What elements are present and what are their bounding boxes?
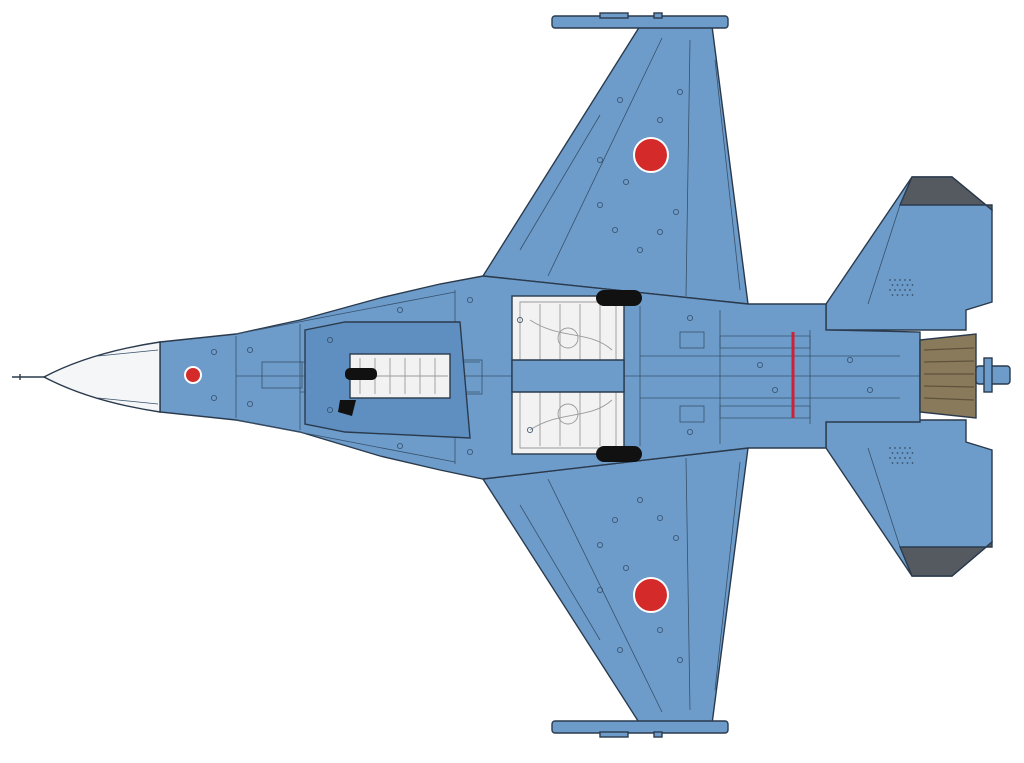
lower-wingtip-rail [551,720,729,738]
fastener-dot [612,226,619,233]
fastener-dot [637,246,644,253]
pitot-probe [12,374,46,380]
vent-dot [899,447,901,449]
fastener-dot [597,201,604,208]
vent-dot [894,447,896,449]
fastener-dot [623,178,630,185]
vent-dot [889,279,891,281]
fastener-dot [637,496,644,503]
roundel-lower-wing [633,577,669,613]
vent-dot [899,457,901,459]
vent-dot [911,294,914,296]
fastener-dot [657,515,664,522]
fastener-dot [210,394,217,401]
vent-dot [894,289,896,291]
vent-dot [901,294,904,296]
upper-wingtip-rail [551,12,729,29]
fastener-dot [657,228,664,235]
fastener-dot [687,314,694,321]
fastener-dot [772,386,779,393]
vent-dot [904,447,906,449]
vent-dot [889,289,891,291]
fastener-dot [326,406,333,413]
vent-dot [891,462,894,464]
vent-dot [911,284,914,286]
vent-dot [899,279,901,281]
vent-dot [904,457,906,459]
vent-dot [909,279,911,281]
fastener-dot [597,156,604,163]
roundel-nose [184,366,202,384]
fastener-dot [617,647,624,654]
vent-dot [891,294,894,296]
vent-dot [896,284,899,286]
panel-fasteners [210,89,914,664]
fastener-dot [597,542,604,549]
vent-dot [896,462,899,464]
vent-dot [909,289,911,291]
fastener-dot [612,517,619,524]
fastener-dot [677,657,684,664]
main-wheels [596,290,642,462]
radome [42,341,161,413]
fastener-dot [867,386,874,393]
fastener-dot [597,587,604,594]
vent-dot [901,284,904,286]
vent-dot [904,289,906,291]
vent-dot [904,279,906,281]
fastener-dot [210,348,217,355]
lower-stabilizer [825,419,993,577]
fastener-dot [677,89,684,96]
roundel-upper-wing [633,137,669,173]
fastener-dot [517,316,524,323]
fastener-dot [246,346,253,353]
fastener-dot [757,361,764,368]
fastener-dot [623,565,630,572]
vent-dot [899,289,901,291]
intake-bay [304,321,471,439]
engine-exhaust [919,333,1011,419]
vent-dot [889,447,891,449]
fastener-dot [466,448,473,455]
upper-stabilizer [825,176,993,331]
fastener-dot [657,627,664,634]
fastener-dot [466,296,473,303]
vent-dot [894,279,896,281]
upper-wing [481,25,749,305]
fastener-dot [847,356,854,363]
vent-dot [906,284,909,286]
fastener-dot [246,400,253,407]
vent-dot [909,447,911,449]
vent-dot [906,294,909,296]
vent-dot [911,452,914,454]
fastener-dot [673,535,680,542]
vent-dot [891,452,894,454]
vent-dot [894,457,896,459]
vent-dot [901,452,904,454]
fastener-dot [617,97,624,104]
main-gear-bay [511,295,625,455]
vent-dot [911,462,914,464]
vent-dot [896,294,899,296]
lower-wing [481,447,749,725]
fastener-dot [657,117,664,124]
vent-dot [889,457,891,459]
vent-dot [906,462,909,464]
fastener-dot [396,442,403,449]
vent-dot [896,452,899,454]
vent-dot [906,452,909,454]
vent-dot [909,457,911,459]
fastener-dot [326,336,333,343]
fastener-dot [527,426,534,433]
fastener-dot [396,306,403,313]
fastener-dot [673,208,680,215]
vent-dot [901,462,904,464]
vent-dot [891,284,894,286]
fastener-dot [687,428,694,435]
